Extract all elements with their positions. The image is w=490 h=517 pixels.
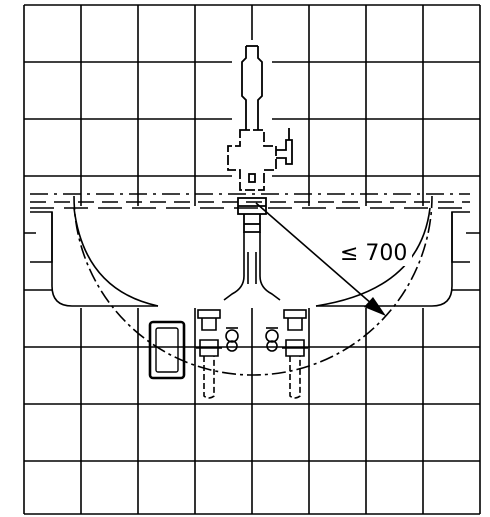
supply-hose — [223, 232, 281, 301]
dimension-label: ≤ 700 — [340, 241, 407, 266]
swing-arc — [73, 195, 433, 376]
tap-assembly — [227, 45, 293, 233]
dimension-label-backing — [336, 236, 412, 266]
dimension-arrow — [255, 202, 386, 316]
basin-backing — [36, 206, 466, 308]
wall-box — [148, 320, 186, 380]
angle-valve-right — [265, 309, 308, 399]
angle-valve-left — [196, 309, 239, 399]
tap-backing — [232, 40, 272, 210]
basin-outline — [30, 193, 470, 307]
